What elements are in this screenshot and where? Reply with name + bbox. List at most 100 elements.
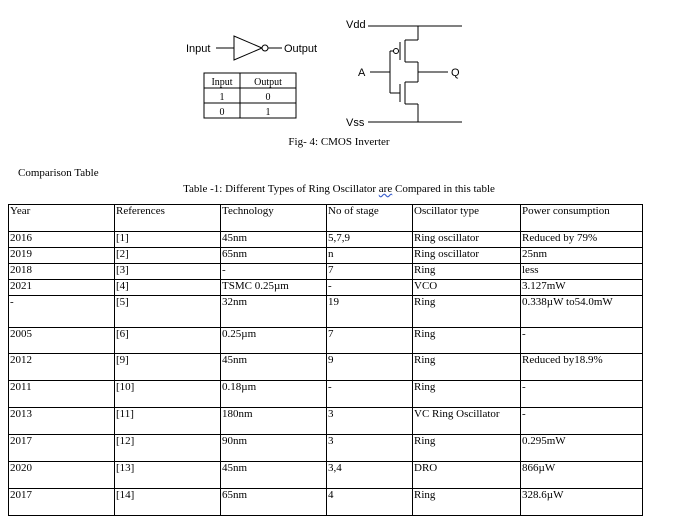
cell-references: [11] bbox=[114, 407, 221, 435]
cell-references: [12] bbox=[114, 434, 221, 462]
cell-technology: 0.25µm bbox=[220, 327, 327, 354]
cell-no-of-stage: 3 bbox=[326, 434, 413, 462]
cell-technology: 90nm bbox=[220, 434, 327, 462]
cell-oscillator-type: Ring oscillator bbox=[412, 231, 521, 248]
cell-year: 2017 bbox=[8, 488, 115, 516]
cell-year: 2018 bbox=[8, 263, 115, 280]
cell-year: 2021 bbox=[8, 279, 115, 296]
table-title-suffix: Compared in this table bbox=[392, 183, 495, 195]
cell-power-consumption: - bbox=[520, 327, 643, 354]
cell-no-of-stage: n bbox=[326, 247, 413, 264]
table-title: Table -1: Different Types of Ring Oscill… bbox=[0, 183, 678, 195]
cell-power-consumption: 0.338µW to54.0mW bbox=[520, 295, 643, 328]
cell-references: [13] bbox=[114, 461, 221, 489]
col-header-no-of-stage: No of stage bbox=[326, 204, 413, 232]
cell-no-of-stage: 3,4 bbox=[326, 461, 413, 489]
cell-references: [1] bbox=[114, 231, 221, 248]
cell-no-of-stage: 7 bbox=[326, 327, 413, 354]
cell-oscillator-type: Ring bbox=[412, 380, 521, 408]
cell-year: 2005 bbox=[8, 327, 115, 354]
comparison-table: Year References Technology No of stage O… bbox=[8, 204, 643, 516]
cell-no-of-stage: - bbox=[326, 279, 413, 296]
inverter-gate-symbol bbox=[216, 35, 282, 61]
cell-year: 2013 bbox=[8, 407, 115, 435]
cell-power-consumption: 25nm bbox=[520, 247, 643, 264]
truth-table-header-output: Output bbox=[254, 77, 282, 88]
gate-output-label: Output bbox=[284, 43, 317, 55]
cell-technology: 180nm bbox=[220, 407, 327, 435]
vss-label: Vss bbox=[346, 117, 365, 129]
cell-no-of-stage: 9 bbox=[326, 353, 413, 381]
cell-year: 2016 bbox=[8, 231, 115, 248]
cell-power-consumption: 3.127mW bbox=[520, 279, 643, 296]
cell-technology: - bbox=[220, 263, 327, 280]
gate-input-label: Input bbox=[186, 43, 210, 55]
cell-year: 2017 bbox=[8, 434, 115, 462]
truth-table-cell: 0 bbox=[220, 107, 225, 118]
cell-no-of-stage: 19 bbox=[326, 295, 413, 328]
table-row: 2011[10]0.18µm-Ring- bbox=[8, 380, 643, 408]
vdd-label: Vdd bbox=[346, 19, 366, 31]
col-header-year: Year bbox=[8, 204, 115, 232]
cell-no-of-stage: 4 bbox=[326, 488, 413, 516]
cell-power-consumption: - bbox=[520, 380, 643, 408]
cell-technology: 65nm bbox=[220, 488, 327, 516]
cell-references: [4] bbox=[114, 279, 221, 296]
cell-references: [14] bbox=[114, 488, 221, 516]
cell-technology: 45nm bbox=[220, 231, 327, 248]
cell-references: [9] bbox=[114, 353, 221, 381]
col-header-technology: Technology bbox=[220, 204, 327, 232]
cell-year: - bbox=[8, 295, 115, 328]
table-header-row: Year References Technology No of stage O… bbox=[8, 204, 643, 232]
cell-no-of-stage: 5,7,9 bbox=[326, 231, 413, 248]
cell-oscillator-type: DRO bbox=[412, 461, 521, 489]
cell-references: [5] bbox=[114, 295, 221, 328]
cell-year: 2012 bbox=[8, 353, 115, 381]
a-input-label: A bbox=[358, 67, 366, 79]
table-title-prefix: Table -1: Different Types of Ring Oscill… bbox=[183, 183, 379, 195]
cell-technology: 0.18µm bbox=[220, 380, 327, 408]
cell-technology: 65nm bbox=[220, 247, 327, 264]
cmos-inverter-figure: Input Output Input Output 1 0 0 1 bbox=[0, 0, 678, 160]
cell-technology: 32nm bbox=[220, 295, 327, 328]
truth-table-cell: 1 bbox=[220, 92, 225, 103]
cell-references: [2] bbox=[114, 247, 221, 264]
cell-references: [3] bbox=[114, 263, 221, 280]
cell-oscillator-type: Ring bbox=[412, 434, 521, 462]
cell-power-consumption: 328.6µW bbox=[520, 488, 643, 516]
cell-technology: 45nm bbox=[220, 461, 327, 489]
col-header-oscillator-type: Oscillator type bbox=[412, 204, 521, 232]
cell-power-consumption: - bbox=[520, 407, 643, 435]
cell-year: 2011 bbox=[8, 380, 115, 408]
cell-technology: TSMC 0.25µm bbox=[220, 279, 327, 296]
cell-oscillator-type: Ring bbox=[412, 263, 521, 280]
truth-table-cell: 1 bbox=[266, 107, 271, 118]
cell-oscillator-type: Ring bbox=[412, 295, 521, 328]
cell-year: 2020 bbox=[8, 461, 115, 489]
cmos-schematic bbox=[368, 25, 462, 123]
cell-oscillator-type: Ring bbox=[412, 488, 521, 516]
comparison-heading: Comparison Table bbox=[18, 167, 99, 179]
q-output-label: Q bbox=[451, 67, 460, 79]
cell-references: [6] bbox=[114, 327, 221, 354]
cell-references: [10] bbox=[114, 380, 221, 408]
cell-oscillator-type: Ring oscillator bbox=[412, 247, 521, 264]
cell-power-consumption: less bbox=[520, 263, 643, 280]
cell-no-of-stage: 3 bbox=[326, 407, 413, 435]
cell-oscillator-type: Ring bbox=[412, 327, 521, 354]
cell-no-of-stage: 7 bbox=[326, 263, 413, 280]
cell-oscillator-type: VC Ring Oscillator bbox=[412, 407, 521, 435]
figure-caption: Fig- 4: CMOS Inverter bbox=[288, 136, 390, 148]
cell-oscillator-type: VCO bbox=[412, 279, 521, 296]
